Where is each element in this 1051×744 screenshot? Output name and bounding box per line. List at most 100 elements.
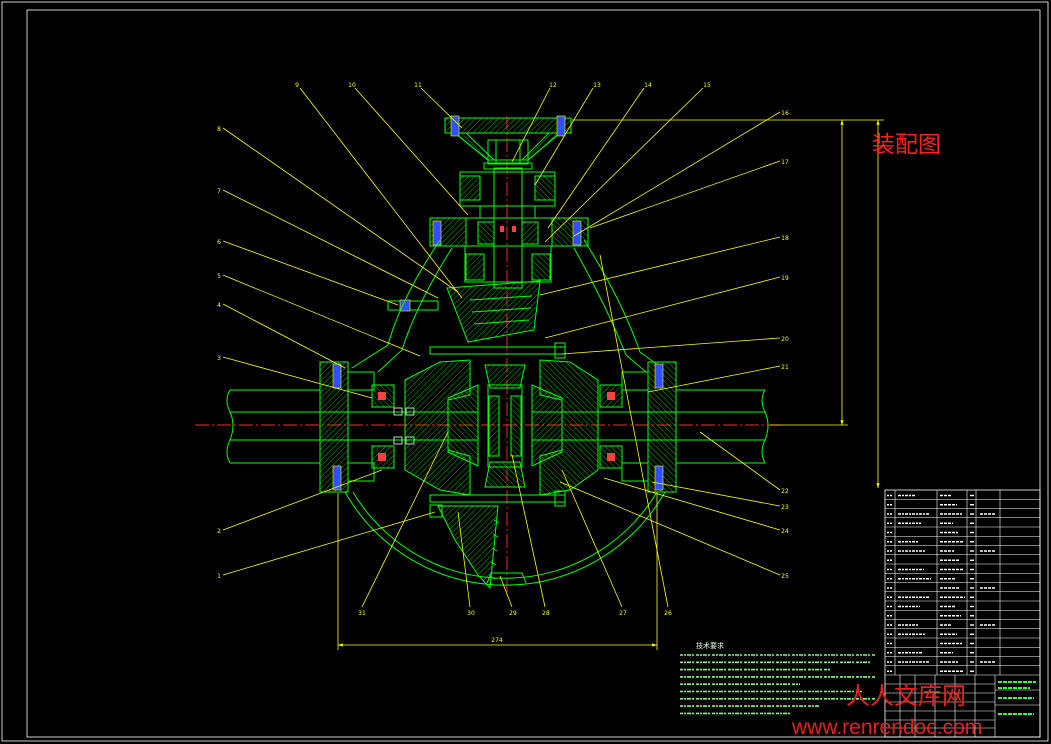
part-label-26: 26 [664,610,672,617]
flange-hub-wall-right [520,132,562,161]
watermark: 人人文库网 www.renrendoc.com [791,683,982,739]
part-labels: 1 2 3 4 5 6 7 8 9 10 11 12 13 14 15 16 1… [217,82,789,617]
lower-housing-inner [352,491,658,579]
left-axle [226,361,478,493]
left-bearing-cap-bottom [347,462,375,482]
right-bearing-cap-bottom [621,462,649,482]
planet-gear-top [484,364,526,389]
leader-8 [222,127,459,293]
leader-24 [603,477,781,531]
tech-requirements: 技术要求 [680,641,876,715]
plug-bolt-head [399,299,411,312]
part-label-6: 6 [217,239,221,246]
housing-inner-right [573,247,647,373]
bearing-roller-mark [500,226,504,232]
leader-11 [420,87,463,129]
dimension-lines: 274 [337,119,884,650]
bearing-roller-mark [378,453,386,461]
input-flange [444,115,572,170]
part-label-25: 25 [781,573,789,580]
part-label-15: 15 [703,82,711,89]
right-side-gear [531,384,563,467]
differential-case [404,342,599,518]
cross-shaft-bushing-left [488,395,500,457]
leader-lines [222,87,781,608]
part-label-31: 31 [358,610,366,617]
part-label-14: 14 [644,82,652,89]
pinion-nut [487,139,529,165]
leader-23 [651,481,781,507]
left-flange-bolt-bottom [332,465,342,491]
part-label-9: 9 [295,82,299,89]
leader-20 [561,337,781,355]
part-label-11: 11 [414,82,422,89]
overall-width-value: 274 [491,637,503,644]
part-label-8: 8 [217,126,221,133]
part-label-7: 7 [217,188,221,195]
lower-bearing-right [531,253,551,281]
middle-bearing-left [477,221,495,245]
leader-4 [222,303,346,369]
housing-plug-bolt [387,300,439,311]
watermark-url: www.renrendoc.com [791,716,982,739]
part-label-13: 13 [593,82,601,89]
housing-outer-left [351,239,441,369]
right-flange-bolt-bottom [654,465,664,491]
part-label-20: 20 [781,336,789,343]
left-bearing-cap-top [347,371,375,391]
inner-border [26,9,1041,738]
part-label-23: 23 [781,504,789,511]
part-label-1: 1 [217,573,221,580]
bearing-roller-mark [607,453,615,461]
left-axle-tube [230,389,320,464]
right-flange-bolt-top [654,363,664,389]
leader-19 [544,276,781,339]
part-label-10: 10 [348,82,356,89]
leader-12 [511,87,551,163]
leader-7 [222,189,439,299]
leader-22 [699,431,781,491]
part-label-3: 3 [217,355,221,362]
leader-3 [222,356,373,399]
leader-13 [534,87,594,186]
leader-16 [573,111,781,237]
drive-pinion-gear [446,280,541,343]
right-axle-tube [676,389,765,464]
case-bolt-bottom-nut [554,490,566,507]
bearing-roller-mark [378,392,386,400]
part-label-5: 5 [217,273,221,280]
bearing-seat-flange-right [551,217,589,247]
housing-outer-right [583,239,663,369]
leader-27 [561,469,623,608]
leader-14 [547,87,645,229]
leader-5 [222,274,421,357]
left-flange-bolt-top [332,363,342,389]
spline-mark [393,407,403,416]
pinion-bearing-housing [429,167,589,289]
spline-mark [393,436,403,445]
assembly-drawing [226,115,769,590]
flange-plate [444,117,572,134]
seat-bolt-left [432,220,442,246]
leader-9 [299,87,463,299]
upper-bearing-right [534,175,556,201]
part-label-24: 24 [781,528,789,535]
part-label-17: 17 [781,159,789,166]
washer [483,162,533,170]
part-label-2: 2 [217,528,221,535]
bearing-roller-mark [607,392,615,400]
title-block [884,489,1041,738]
lower-housing-outer [344,491,666,586]
leader-18 [539,236,781,296]
part-label-4: 4 [217,302,221,309]
leader-31 [361,431,449,608]
tech-requirements-heading: 技术要求 [696,641,724,650]
leader-15 [544,87,704,243]
part-label-18: 18 [781,235,789,242]
housing-inner-left [377,247,453,373]
flange-bolt-right [556,115,566,137]
upper-bearing-left [459,175,481,201]
leader-10 [354,87,469,216]
